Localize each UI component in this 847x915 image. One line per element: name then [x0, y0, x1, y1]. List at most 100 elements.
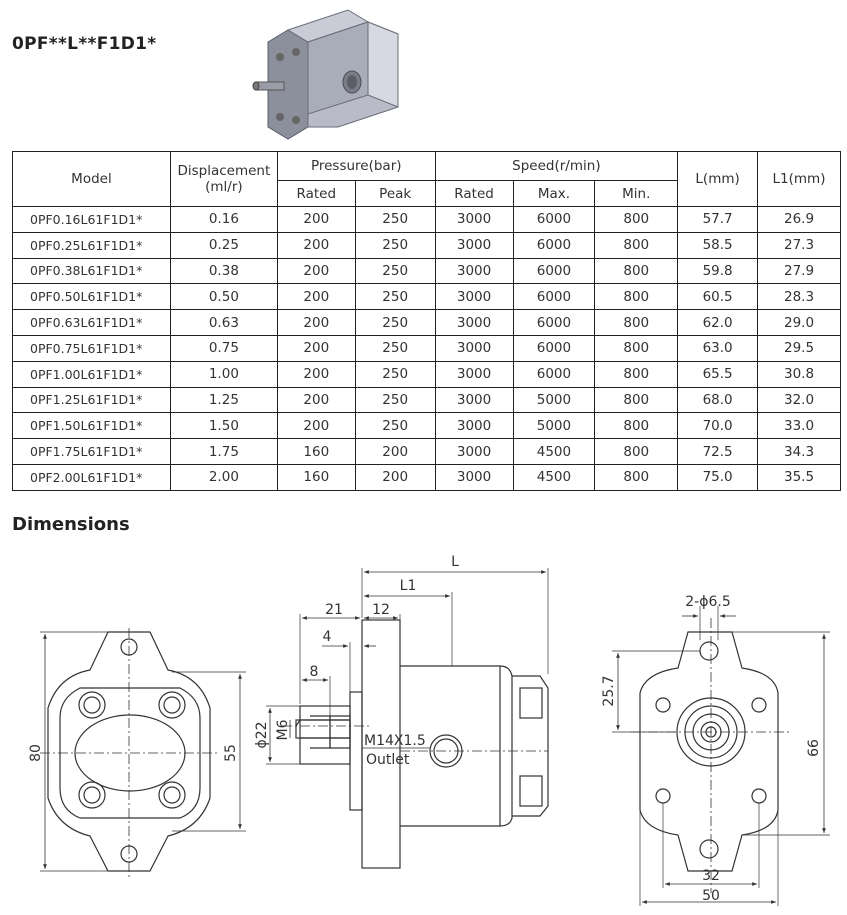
model-cell: 0PF1.00L61F1D1* — [12, 360, 171, 388]
table-cell: 3000 — [434, 257, 514, 285]
table-cell: 250 — [354, 412, 436, 440]
table-cell: 250 — [354, 360, 436, 388]
table-cell: 6000 — [512, 283, 596, 311]
table-cell: 58.5 — [677, 231, 759, 259]
table-cell: 6000 — [512, 206, 596, 233]
dim-label-55: 55 — [223, 744, 239, 762]
dim-label-4: 4 — [323, 629, 332, 645]
side-view — [266, 568, 549, 869]
table-cell: 200 — [276, 309, 356, 336]
model-cell: 0PF0.16L61F1D1* — [12, 206, 171, 233]
table-cell: 250 — [354, 257, 436, 285]
dimensions-heading: Dimensions — [12, 514, 130, 535]
dim-label-66: 66 — [806, 739, 822, 757]
table-cell: 6000 — [512, 334, 596, 362]
table-cell: 1.00 — [169, 360, 278, 388]
table-cell: 200 — [276, 412, 356, 440]
table-cell: 62.0 — [677, 309, 759, 336]
dim-label-phi22: ϕ22 — [254, 721, 270, 748]
table-cell: 0.75 — [169, 334, 278, 362]
table-cell: 29.5 — [757, 334, 841, 362]
table-cell: 1.75 — [169, 438, 278, 465]
header-speed-max: Max. — [512, 180, 596, 207]
header-displacement-label: Displacement — [177, 163, 271, 179]
table-cell: 800 — [594, 438, 679, 465]
model-cell: 0PF0.63L61F1D1* — [12, 309, 171, 336]
table-cell: 0.16 — [169, 206, 278, 233]
model-cell: 0PF0.25L61F1D1* — [12, 231, 171, 259]
table-cell: 6000 — [512, 231, 596, 259]
header-model: Model — [12, 151, 171, 207]
table-cell: 5000 — [512, 386, 596, 414]
table-cell: 72.5 — [677, 438, 759, 465]
table-cell: 200 — [276, 206, 356, 233]
table-cell: 3000 — [434, 438, 514, 465]
table-cell: 26.9 — [757, 206, 841, 233]
header-pressure-rated: Rated — [276, 180, 356, 207]
table-cell: 1.50 — [169, 412, 278, 440]
model-cell: 0PF1.25L61F1D1* — [12, 386, 171, 414]
table-cell: 28.3 — [757, 283, 841, 311]
dim-label-L: L — [451, 554, 459, 570]
table-cell: 800 — [594, 412, 679, 440]
table-cell: 75.0 — [677, 463, 759, 491]
dim-label-21: 21 — [325, 602, 343, 618]
table-cell: 70.0 — [677, 412, 759, 440]
table-cell: 160 — [276, 463, 356, 491]
header-pressure: Pressure(bar) — [276, 151, 436, 181]
table-cell: 68.0 — [677, 386, 759, 414]
table-cell: 3000 — [434, 283, 514, 311]
table-cell: 27.3 — [757, 231, 841, 259]
header-l1: L1(mm) — [757, 151, 841, 207]
dim-label-holes: 2-ϕ6.5 — [685, 594, 730, 610]
dim-label-80: 80 — [28, 744, 44, 762]
table-cell: 60.5 — [677, 283, 759, 311]
rear-view — [612, 606, 830, 906]
table-cell: 4500 — [512, 463, 596, 491]
model-cell: 0PF1.50L61F1D1* — [12, 412, 171, 440]
table-cell: 27.9 — [757, 257, 841, 285]
front-view — [40, 628, 246, 878]
port-thread-label: M14X1.5 — [364, 733, 426, 749]
table-cell: 6000 — [512, 360, 596, 388]
table-cell: 4500 — [512, 438, 596, 465]
table-cell: 800 — [594, 309, 679, 336]
model-cell: 0PF0.75L61F1D1* — [12, 334, 171, 362]
table-cell: 0.63 — [169, 309, 278, 336]
table-cell: 200 — [276, 334, 356, 362]
table-cell: 3000 — [434, 386, 514, 414]
table-cell: 200 — [276, 360, 356, 388]
table-cell: 3000 — [434, 412, 514, 440]
table-cell: 3000 — [434, 309, 514, 336]
header-speed-rated: Rated — [434, 180, 514, 207]
table-cell: 800 — [594, 283, 679, 311]
table-cell: 250 — [354, 231, 436, 259]
model-cell: 0PF2.00L61F1D1* — [12, 463, 171, 491]
dim-label-L1: L1 — [400, 578, 417, 594]
table-cell: 3000 — [434, 360, 514, 388]
dim-label-50: 50 — [702, 888, 720, 904]
table-cell: 3000 — [434, 231, 514, 259]
table-cell: 29.0 — [757, 309, 841, 336]
table-cell: 800 — [594, 334, 679, 362]
table-cell: 0.25 — [169, 231, 278, 259]
table-cell: 34.3 — [757, 438, 841, 465]
header-pressure-peak: Peak — [354, 180, 436, 207]
table-cell: 200 — [276, 231, 356, 259]
header-displacement: Displacement (ml/r) — [169, 151, 278, 207]
model-cell: 0PF1.75L61F1D1* — [12, 438, 171, 465]
table-cell: 250 — [354, 283, 436, 311]
table-cell: 200 — [276, 386, 356, 414]
table-cell: 250 — [354, 386, 436, 414]
table-cell: 32.0 — [757, 386, 841, 414]
table-cell: 2.00 — [169, 463, 278, 491]
dim-label-32: 32 — [702, 868, 720, 884]
